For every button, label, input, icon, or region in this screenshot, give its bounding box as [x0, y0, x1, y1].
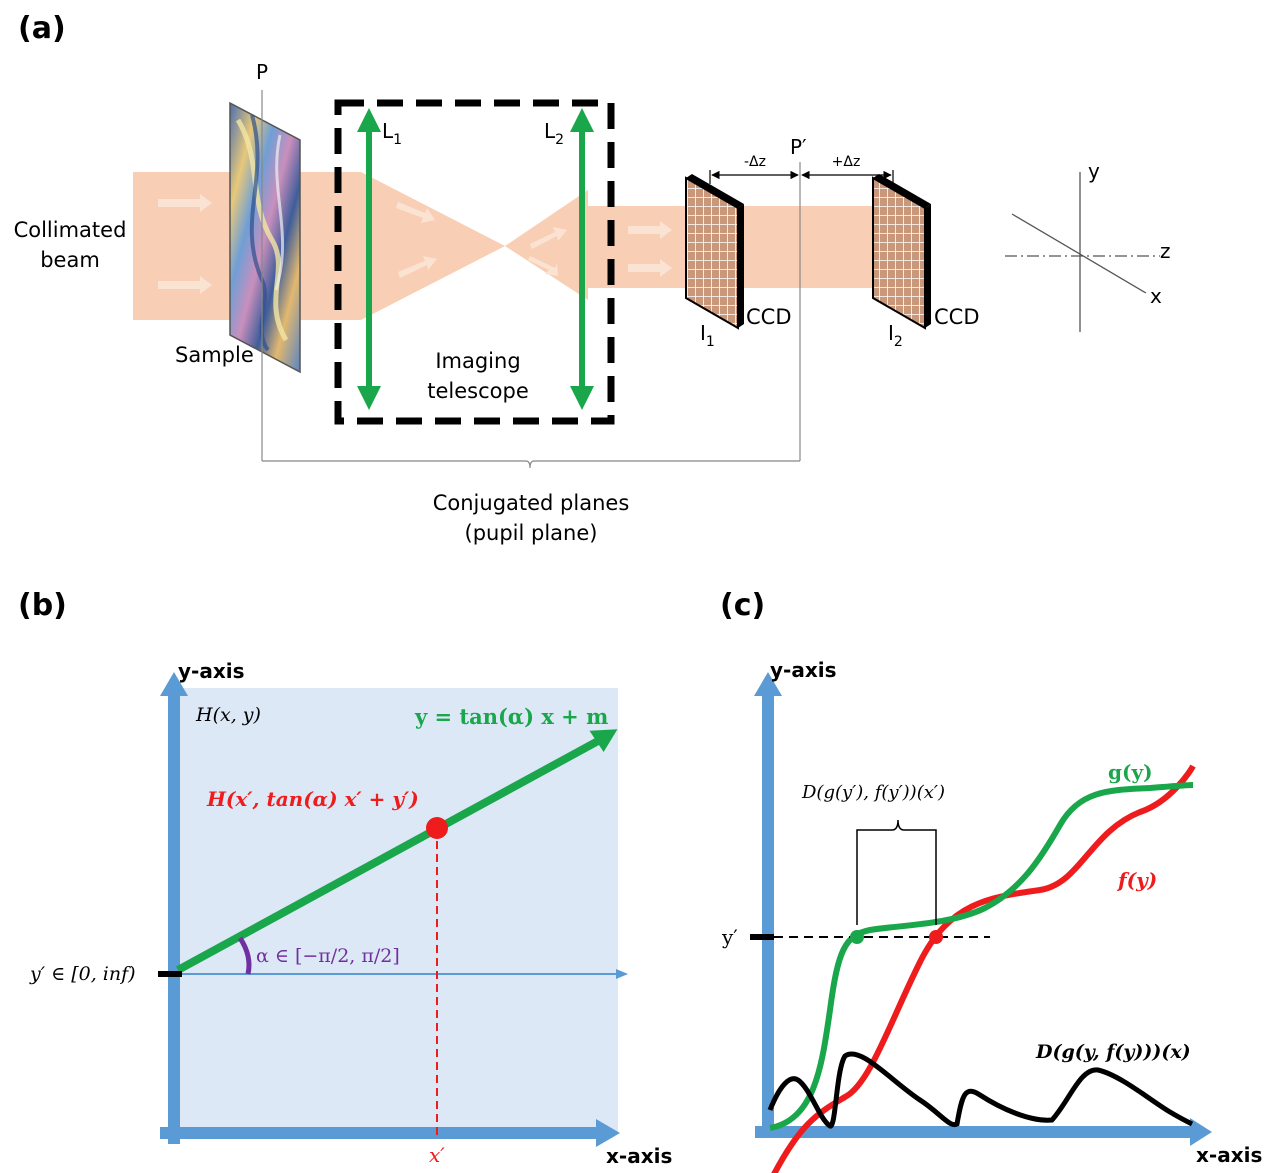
ccd-sensor-1: [685, 174, 744, 330]
axis-y-label: y: [1088, 159, 1100, 183]
intensity-i1-label: I1: [700, 321, 715, 350]
minus-dz-label: -Δz: [744, 154, 766, 170]
plus-dz-label: +Δz: [832, 154, 861, 170]
c-y-axis: [762, 692, 774, 1132]
b-x-axis: [160, 1127, 606, 1139]
angle-arc: [237, 936, 252, 975]
coordinate-axes: [1005, 172, 1160, 332]
plane-p-prime-label: P′: [790, 135, 807, 159]
axis-z-label: z: [1160, 239, 1171, 263]
c-x-axis-label: x-axis: [1196, 1143, 1262, 1167]
panel-b-label: (b): [18, 588, 67, 623]
f-curve: [771, 764, 1196, 1173]
intensity-i2-label: I2: [888, 321, 903, 350]
axis-x-label: x: [1150, 284, 1162, 308]
h-domain-area: [170, 688, 618, 1134]
c-x-axis: [755, 1126, 1195, 1138]
b-y-axis-label: y-axis: [178, 659, 245, 683]
conjugated-label-2: (pupil plane): [465, 521, 598, 545]
point-label: H(x′, tan(α) x′ + y′): [206, 787, 419, 811]
conjugate-bracket: [262, 460, 800, 469]
d-curve-label: D(g(y, f(y)))(x): [1035, 1041, 1191, 1063]
beam-converging: [361, 172, 505, 320]
lens-l1-label: L1: [382, 119, 402, 148]
sample-label: Sample: [175, 343, 254, 367]
distance-label: D(g(y′), f(y′))(x′): [801, 782, 945, 803]
sampling-line-arrowhead: [589, 729, 618, 753]
f-intersection-point: [929, 930, 943, 944]
beam-output-1: [588, 206, 688, 288]
panel-a: (a): [14, 11, 1171, 545]
sampling-line: [176, 737, 600, 974]
angle-label: α ∈ [−π/2, π/2]: [256, 945, 400, 967]
beam-direction-arrows: [158, 194, 672, 294]
c-y-prime-tick: [750, 934, 774, 940]
panel-b: (b) y-axis x-axis H(x, y) y = tan(α) x +…: [18, 588, 672, 1168]
line-equation: y = tan(α) x + m: [414, 704, 608, 729]
b-y-axis-arrowhead: [160, 672, 188, 696]
ccd-sensor-2: [872, 174, 931, 330]
g-curve-label: g(y): [1108, 760, 1153, 784]
telescope-label-1: Imaging: [435, 349, 520, 373]
g-curve: [769, 782, 1194, 1131]
c-x-axis-arrowhead: [1190, 1118, 1212, 1146]
reference-line-arrowhead: [616, 969, 628, 979]
y-prime-label: y′ ∈ [0, inf): [29, 963, 136, 985]
telescope-label-2: telescope: [427, 379, 529, 403]
panel-c: (c) y-axis x-axis y′ D(g(y′), f(y′))(x′)…: [720, 588, 1262, 1173]
d-curve: [767, 1051, 1194, 1129]
c-y-axis-label: y-axis: [770, 658, 837, 682]
panel-c-label: (c): [720, 588, 765, 623]
beam-label-1: Collimated: [14, 218, 127, 242]
y-prime-tick: [158, 971, 182, 977]
b-y-axis: [168, 692, 180, 1144]
sample-plate: [229, 101, 301, 374]
telescope-box: [334, 99, 615, 425]
ccd1-label: CCD: [746, 305, 792, 329]
ccd2-label: CCD: [934, 305, 980, 329]
conjugated-label-1: Conjugated planes: [433, 491, 630, 515]
beam-output-2: [738, 206, 878, 288]
beam-diverging: [505, 190, 588, 300]
beam-label-2: beam: [40, 248, 100, 272]
x-prime-label: x′: [429, 1143, 445, 1167]
f-curve-label: f(y): [1116, 868, 1157, 892]
h-function-label: H(x, y): [195, 704, 261, 726]
lens-l2-label: L2: [544, 119, 564, 148]
c-y-axis-arrowhead: [754, 672, 782, 696]
distance-bracket: [856, 819, 937, 925]
b-x-axis-arrowhead: [596, 1119, 620, 1147]
g-intersection-point: [850, 930, 864, 944]
c-y-prime-label: y′: [721, 925, 738, 949]
sample-point: [426, 817, 448, 839]
plane-p-label: P: [256, 60, 268, 84]
b-x-axis-label: x-axis: [606, 1144, 672, 1168]
panel-a-label: (a): [18, 11, 66, 46]
